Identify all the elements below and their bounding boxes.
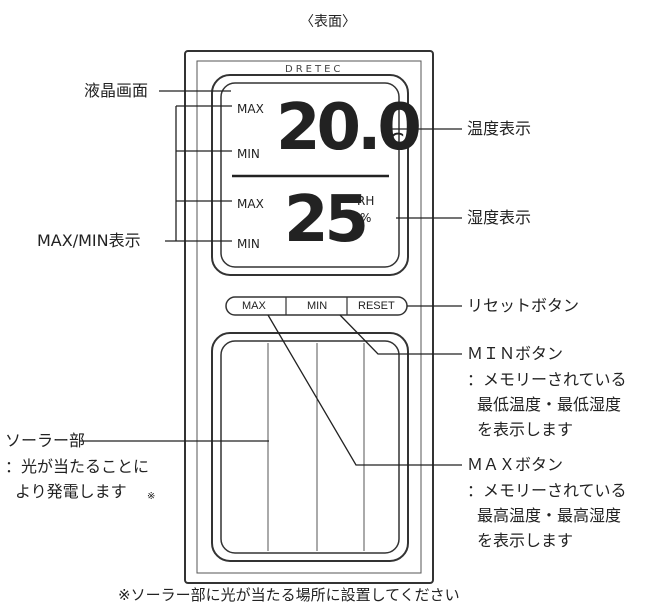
- max-button-title: ＭＡＸボタン: [467, 455, 564, 474]
- solar-desc-2: より発電します: [15, 482, 127, 501]
- humidity-label: 湿度表示: [467, 208, 532, 227]
- solar-desc-1: ：光が当たることに: [5, 457, 150, 476]
- temp-min-indicator: MIN: [237, 147, 260, 161]
- max-button-desc-1: ：メモリーされている: [467, 481, 627, 500]
- lcd-label: 液晶画面: [84, 81, 149, 100]
- max-button-desc-2: 最高温度・最高湿度: [477, 506, 622, 525]
- temperature-label: 温度表示: [467, 119, 532, 138]
- humidity-reading: 25: [284, 183, 369, 257]
- min-button-desc-3: を表示します: [477, 420, 574, 439]
- max-button-desc-3: を表示します: [477, 531, 574, 550]
- min-button-desc-1: ：メモリーされている: [467, 370, 627, 389]
- min-button-title: ＭＩＮボタン: [467, 344, 564, 363]
- maxmin-label: MAX/MIN表示: [37, 231, 141, 250]
- min-button[interactable]: MIN: [307, 300, 328, 312]
- brand-logo-text: DRETEC: [285, 64, 344, 75]
- header-label: 〈表面〉: [300, 14, 356, 30]
- footnote: ※ソーラー部に光が当たる場所に設置してください: [118, 586, 460, 604]
- temperature-reading: 20.0: [276, 91, 422, 165]
- humidity-unit-rh: RH: [357, 194, 375, 208]
- hum-min-indicator: MIN: [237, 237, 260, 251]
- humidity-unit-percent: %: [360, 211, 372, 225]
- temp-max-indicator: MAX: [237, 102, 264, 116]
- solar-note-mark: ※: [147, 491, 156, 502]
- max-button[interactable]: MAX: [242, 300, 266, 312]
- min-button-desc-2: 最低温度・最低湿度: [477, 395, 622, 414]
- reset-label: リセットボタン: [467, 296, 580, 315]
- temperature-unit: ℃: [380, 130, 405, 155]
- hum-max-indicator: MAX: [237, 197, 264, 211]
- reset-button[interactable]: RESET: [358, 300, 395, 312]
- solar-title: ソーラー部: [5, 431, 86, 450]
